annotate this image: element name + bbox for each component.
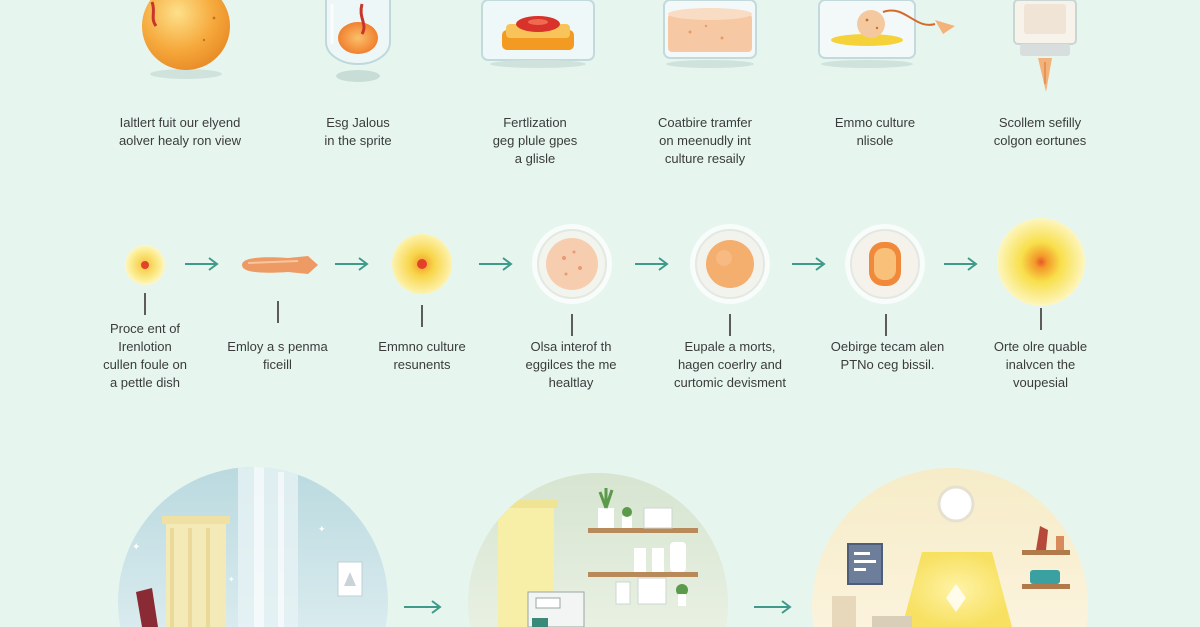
- svg-text:✦: ✦: [228, 575, 235, 584]
- arrow-right-icon: [404, 600, 442, 614]
- small-yellow-cell-icon: [125, 245, 165, 285]
- blastocyst-cell-icon: [532, 224, 612, 304]
- capsule-cell-icon: [845, 224, 925, 304]
- glowing-cell-icon: [997, 218, 1085, 306]
- test-tube-egg-icon: [325, 0, 391, 82]
- lab-room-kitchen-illustration: [468, 473, 728, 627]
- arrow-right-icon: [185, 257, 219, 271]
- connector-line: [277, 301, 279, 323]
- embryo-culture-dish-icon: [818, 0, 955, 68]
- arrow-right-icon: [335, 257, 369, 271]
- orange-cell-icon: [690, 224, 770, 304]
- arrow-right-icon: [792, 257, 826, 271]
- arrow-right-icon: [944, 257, 978, 271]
- connector-line: [571, 314, 573, 336]
- connector-line: [885, 314, 887, 336]
- arrow-right-icon: [754, 600, 792, 614]
- fertilization-dish-icon: [481, 0, 595, 68]
- arrow-right-icon: [479, 257, 513, 271]
- lab-room-bathroom-illustration: ✦ ✦ ✦: [118, 467, 388, 627]
- incubator-icon: [1013, 0, 1077, 92]
- connector-line: [421, 305, 423, 327]
- connector-line: [729, 314, 731, 336]
- orange-egg-icon: [142, 0, 230, 79]
- yellow-cell-icon: [392, 234, 452, 294]
- connector-line: [1040, 308, 1042, 330]
- sperma-tail-icon: [242, 256, 318, 274]
- lab-room-warm-illustration: [812, 468, 1088, 627]
- culture-dish-icon: [663, 0, 757, 68]
- arrow-right-icon: [635, 257, 669, 271]
- connector-line: [144, 293, 146, 315]
- svg-text:✦: ✦: [132, 542, 140, 553]
- svg-text:✦: ✦: [318, 524, 326, 534]
